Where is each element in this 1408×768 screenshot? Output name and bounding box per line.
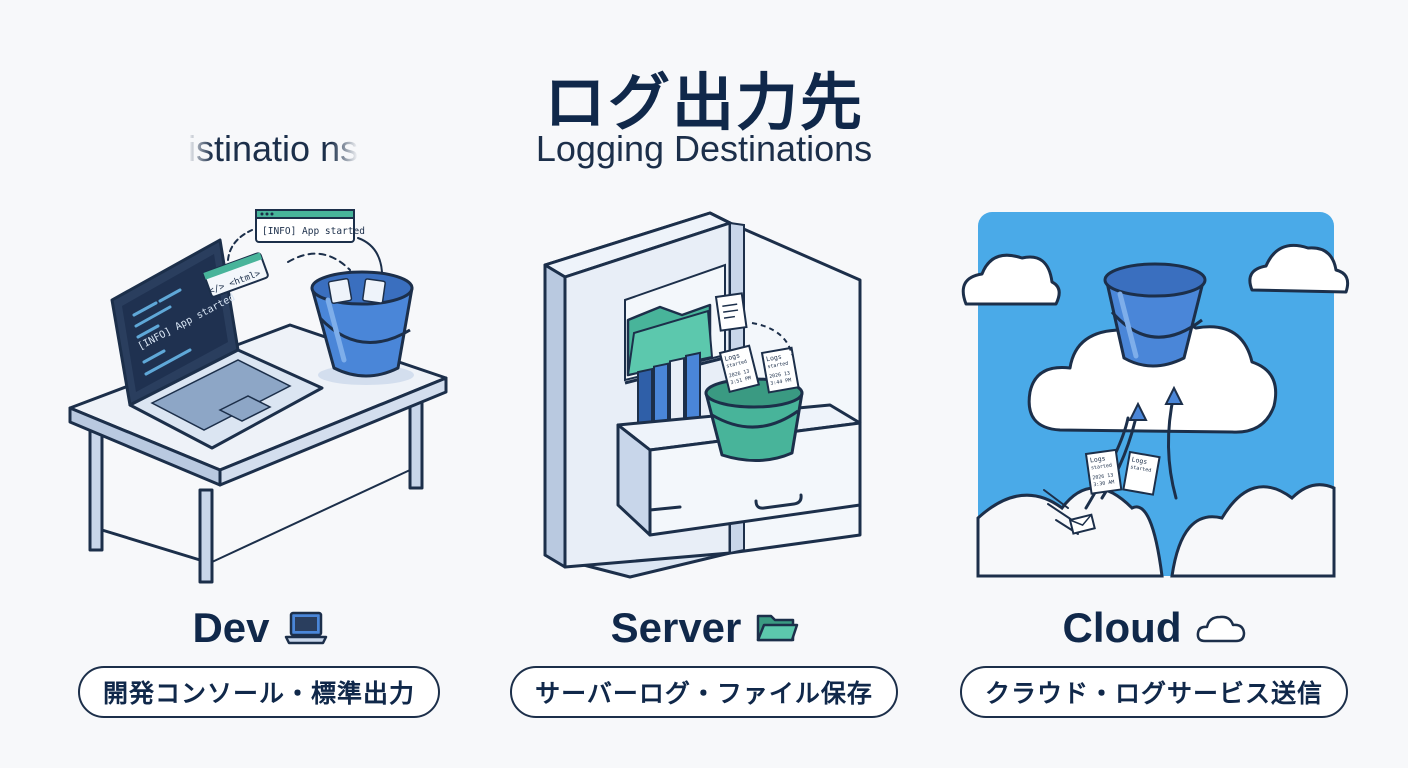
laptop-icon (284, 611, 327, 645)
cloud-label: Cloud (1050, 604, 1260, 652)
dev-illustration: [INFO] App started </> <html> [INFO] App… (68, 209, 448, 584)
doc-a-line1: Logs (724, 351, 741, 363)
cloud-document-b: Logs started (1122, 450, 1161, 496)
envelope-icon (1068, 513, 1096, 535)
page-title: ログ出力先 (543, 66, 864, 139)
cloud-doc-b-line1: Logs (1131, 455, 1148, 466)
doc-a-line3: 2026 13 (728, 369, 750, 380)
log-popup-window: [INFO] App started (255, 209, 365, 243)
log-document-b: Logs started 2026 13 3:44 PM (760, 346, 800, 394)
log-document-a: Logs started 2026 13 3:51 PM (718, 344, 760, 394)
cloud-icon (1197, 615, 1246, 643)
dev-label-text: Dev (192, 604, 270, 651)
page-subtitle: Logging Destinations (535, 128, 873, 169)
doc-b-line2: started (767, 361, 789, 371)
cloud-description-pill: クラウド・ログサービス送信 (960, 666, 1348, 718)
doc-b-line3: 2026 13 (769, 370, 791, 380)
server-label: Server (590, 604, 820, 652)
cloud-doc-a-line2: started (1091, 463, 1113, 472)
server-label-text: Server (610, 604, 742, 651)
cloud-document-a: Logs started 2026 13 3:30 AM (1084, 448, 1123, 495)
cloud-doc-a-line1: Logs (1089, 454, 1106, 464)
faded-subtitle-fragment: istinatio ns (188, 128, 359, 169)
dev-label: Dev (170, 604, 350, 652)
doc-b-line4: 3:44 PM (770, 377, 792, 387)
teal-bucket (704, 377, 804, 463)
flying-document (714, 292, 748, 332)
dev-description-pill: 開発コンソール・標準出力 (78, 666, 440, 718)
folder-icon (757, 614, 799, 642)
cloud-doc-b-line2: started (1130, 464, 1152, 474)
doc-b-line1: Logs (765, 353, 782, 364)
server-description-pill: サーバーログ・ファイル保存 (510, 666, 898, 718)
log-bucket (310, 270, 414, 385)
cloud-doc-a-line4: 3:30 AM (1093, 479, 1115, 488)
cloud-doc-a-line3: 2026 13 (1092, 472, 1114, 481)
cloud-bucket (1103, 262, 1207, 368)
cloud-illustration: Logs started 2026 13 3:30 AM Logs starte… (961, 212, 1350, 578)
popup-log-text: [INFO] App started (262, 226, 365, 237)
cloud-label-text: Cloud (1062, 604, 1182, 651)
doc-a-line2: started (726, 359, 748, 370)
server-illustration: Logs started 2026 13 3:51 PM Logs starte… (543, 211, 862, 579)
laptop: [INFO] App started (110, 238, 324, 450)
doc-a-line4: 3:51 PM (730, 375, 752, 386)
